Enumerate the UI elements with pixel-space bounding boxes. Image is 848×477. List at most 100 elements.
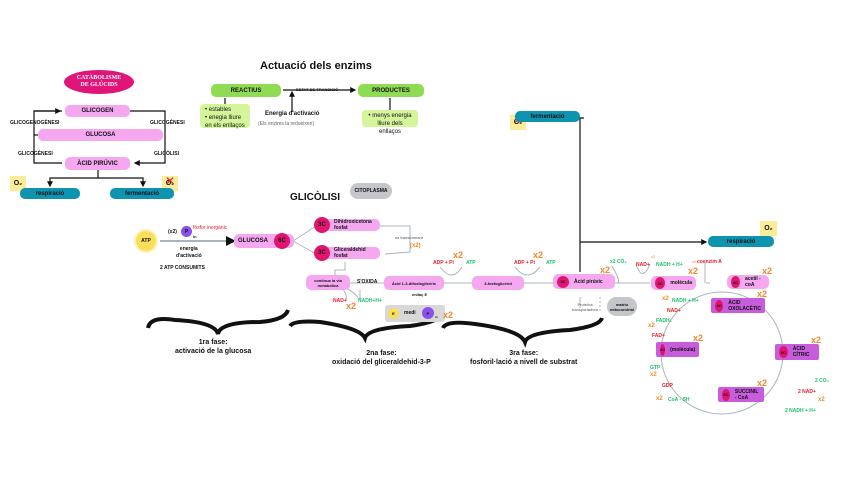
x2-marker: x2	[533, 250, 544, 260]
label-glicogenogenesi: GLICOGENOGÈNESI	[10, 120, 60, 126]
fermentacio-node[interactable]: fermentació	[515, 111, 580, 122]
acetil-label: acetil - coA	[745, 276, 761, 288]
x2-marker: x2	[650, 372, 657, 378]
adp-pi-label-2: ADP + Pi	[514, 260, 535, 266]
no-o2-note: O₂	[162, 174, 178, 191]
transforma-label: es transformarà	[395, 235, 424, 240]
fadh2-label: FADH₂	[656, 318, 672, 324]
co2-2-label: 2 CO₂	[815, 378, 829, 384]
glicogen-node[interactable]: GLICOGEN	[65, 105, 130, 117]
fermentacio-node[interactable]: fermentació	[110, 188, 174, 199]
proteina-label: Proteïna transportadora	[571, 302, 598, 312]
soxida-label: S'OXIDA	[357, 279, 378, 285]
glucosa-label: GLUCOSA	[238, 238, 268, 244]
phase-2-label: 2na fase: oxidació del gliceraldehid-3-P	[332, 349, 431, 368]
matriu-cloud: matriu mitocondrial	[607, 297, 637, 316]
x2-marker: x2	[453, 250, 464, 260]
activacio-text: d'activació	[176, 253, 202, 259]
adp-pi-label-1: ADP + Pi	[433, 260, 454, 266]
o2-note: O₂	[10, 176, 26, 191]
label-glicolisi: GLICÒLISI	[154, 151, 179, 157]
acid-piruvic-node[interactable]: 3C Àcid pirúvic	[553, 274, 615, 289]
atp-sun: ATP	[136, 231, 156, 251]
glucosa-6c-node[interactable]: GLUCOSA 6C	[234, 233, 294, 249]
label-glicogenesi-left: GLICOGÈNESI	[18, 151, 53, 157]
gliceraldehid-label: Gliceraldehid fosfat	[334, 247, 366, 259]
transforma-x2: (x2)	[410, 243, 421, 249]
nad-krebs-label: NAD+	[667, 308, 681, 314]
gdp-label: GDP	[662, 383, 673, 389]
respiracio-node[interactable]: respiració	[708, 236, 774, 247]
acid-piruvic-node[interactable]: ÀCID PIRÚVIC	[65, 157, 130, 170]
pi-subscript: in	[193, 234, 197, 239]
x2-marker: x2	[600, 265, 611, 275]
x2-marker: x2	[693, 333, 704, 343]
carbon-badge: 2C	[655, 277, 666, 289]
fosfoglicerid-node[interactable]: 3-fosfoglicèrid	[472, 276, 524, 290]
x2-small: x2	[651, 254, 656, 259]
molecula-2c-node[interactable]: 2C molècula	[651, 276, 696, 290]
gtp-label: GTP	[650, 365, 661, 371]
title-line1: CATÀBOLISME	[76, 74, 122, 81]
pi-subscript: in	[435, 315, 438, 319]
coenzim-label: coenzim A	[697, 259, 722, 265]
carbon-badge: 3C	[557, 275, 569, 288]
piruvic-label: Àcid pirúvic	[574, 278, 603, 285]
productes-node[interactable]: PRODUCTES	[358, 84, 424, 97]
citoplasma-cloud: CITOPLASMA	[350, 183, 392, 199]
x2-marker: x2	[762, 266, 773, 276]
coash-label: CoA - SH	[668, 397, 690, 403]
atp-consumits-label: 2 ATP CONSUMITS	[160, 265, 205, 271]
gliceraldehid-node[interactable]: Gliceraldehid fosfat	[316, 247, 380, 259]
phase-desc: fosforil·lació a nivell de substrat	[470, 359, 578, 367]
reactius-node[interactable]: REACTIUS	[211, 84, 281, 97]
x2-marker: x2	[811, 335, 822, 345]
energia-label: energia d'activació	[176, 246, 202, 260]
citric-node[interactable]: 6C ÀCID CÍTRIC	[775, 344, 819, 360]
dihidroxicetona-label: Dihidroxicetona fosfat	[334, 219, 372, 231]
label-glicogenesi-right: GLICOGÈNESI	[150, 120, 185, 126]
medi-box: E medi P in	[385, 305, 445, 322]
carbon-badge: 4C	[715, 299, 724, 312]
o2-note: O₂	[760, 221, 777, 236]
phase-title: 1ra fase:	[198, 339, 228, 346]
molecula-label: molècula	[670, 280, 692, 286]
continua-node[interactable]: continua la via metabòlica	[306, 275, 350, 290]
phase-desc: oxidació del gliceraldehid-3-P	[332, 359, 431, 367]
e-sun: E	[388, 308, 399, 319]
phase-1-label: 1ra fase: activació de la glucosa	[175, 338, 251, 357]
acetil-coa-node[interactable]: 2C acetil - coA	[727, 275, 769, 289]
carbon-badge: 6C	[722, 388, 730, 401]
x2-small: x2	[692, 259, 697, 264]
productes-properties: • menys energia lliure dels enllaços	[362, 110, 418, 135]
molecula-4c-node[interactable]: 4C (molècula)	[656, 342, 699, 357]
productes-bullet: • menys energia lliure dels enllaços	[368, 113, 412, 135]
x2-marker: x2	[757, 289, 768, 299]
reactius-bullet: • enegia lliure en els enllaços	[205, 114, 245, 129]
oxalacetic-node[interactable]: 4C ÀCID OXOLACÈTIC	[711, 298, 765, 313]
atp-label-2: ATP	[546, 260, 556, 266]
x2-marker: x2	[443, 310, 454, 320]
fosfor-inorganic-label: fòsfor inorgànic	[193, 225, 228, 231]
x2-marker: x2	[656, 396, 663, 402]
x2-marker: x2	[757, 378, 768, 388]
carbon-badge: 4C	[660, 343, 666, 356]
x2-multiplier: (x2)	[168, 229, 177, 235]
glucosa-node[interactable]: GLUCOSA	[38, 129, 163, 141]
carbon-badge: 2C	[731, 276, 740, 288]
glycolysis-title: GLICÒLISI	[290, 192, 340, 203]
phase-desc: activació de la glucosa	[175, 348, 252, 356]
citric-label: ÀCID CÍTRIC	[792, 346, 810, 358]
enzymes-title: Actuació dels enzims	[260, 60, 372, 72]
respiracio-node[interactable]: respiració	[20, 188, 80, 199]
activation-label: Energia d'activació	[265, 111, 320, 117]
dihidroxicetona-node[interactable]: Dihidroxicetona fosfat	[316, 219, 380, 231]
x2-marker: x2	[818, 397, 825, 403]
carbon-badge-3c: 3C	[314, 217, 330, 233]
nadh-label: NADH+H+	[358, 298, 382, 304]
succinil-node[interactable]: 6C SUCCINIL - CoA	[718, 387, 764, 402]
phase-title: 2na fase:	[366, 350, 397, 357]
x2-marker: x2	[346, 301, 357, 311]
acid13-node[interactable]: Àcid 1-3-difosfoglicèric	[384, 276, 444, 290]
catabolism-title-badge: CATÀBOLISME DE GLÚCIDS	[64, 70, 134, 94]
